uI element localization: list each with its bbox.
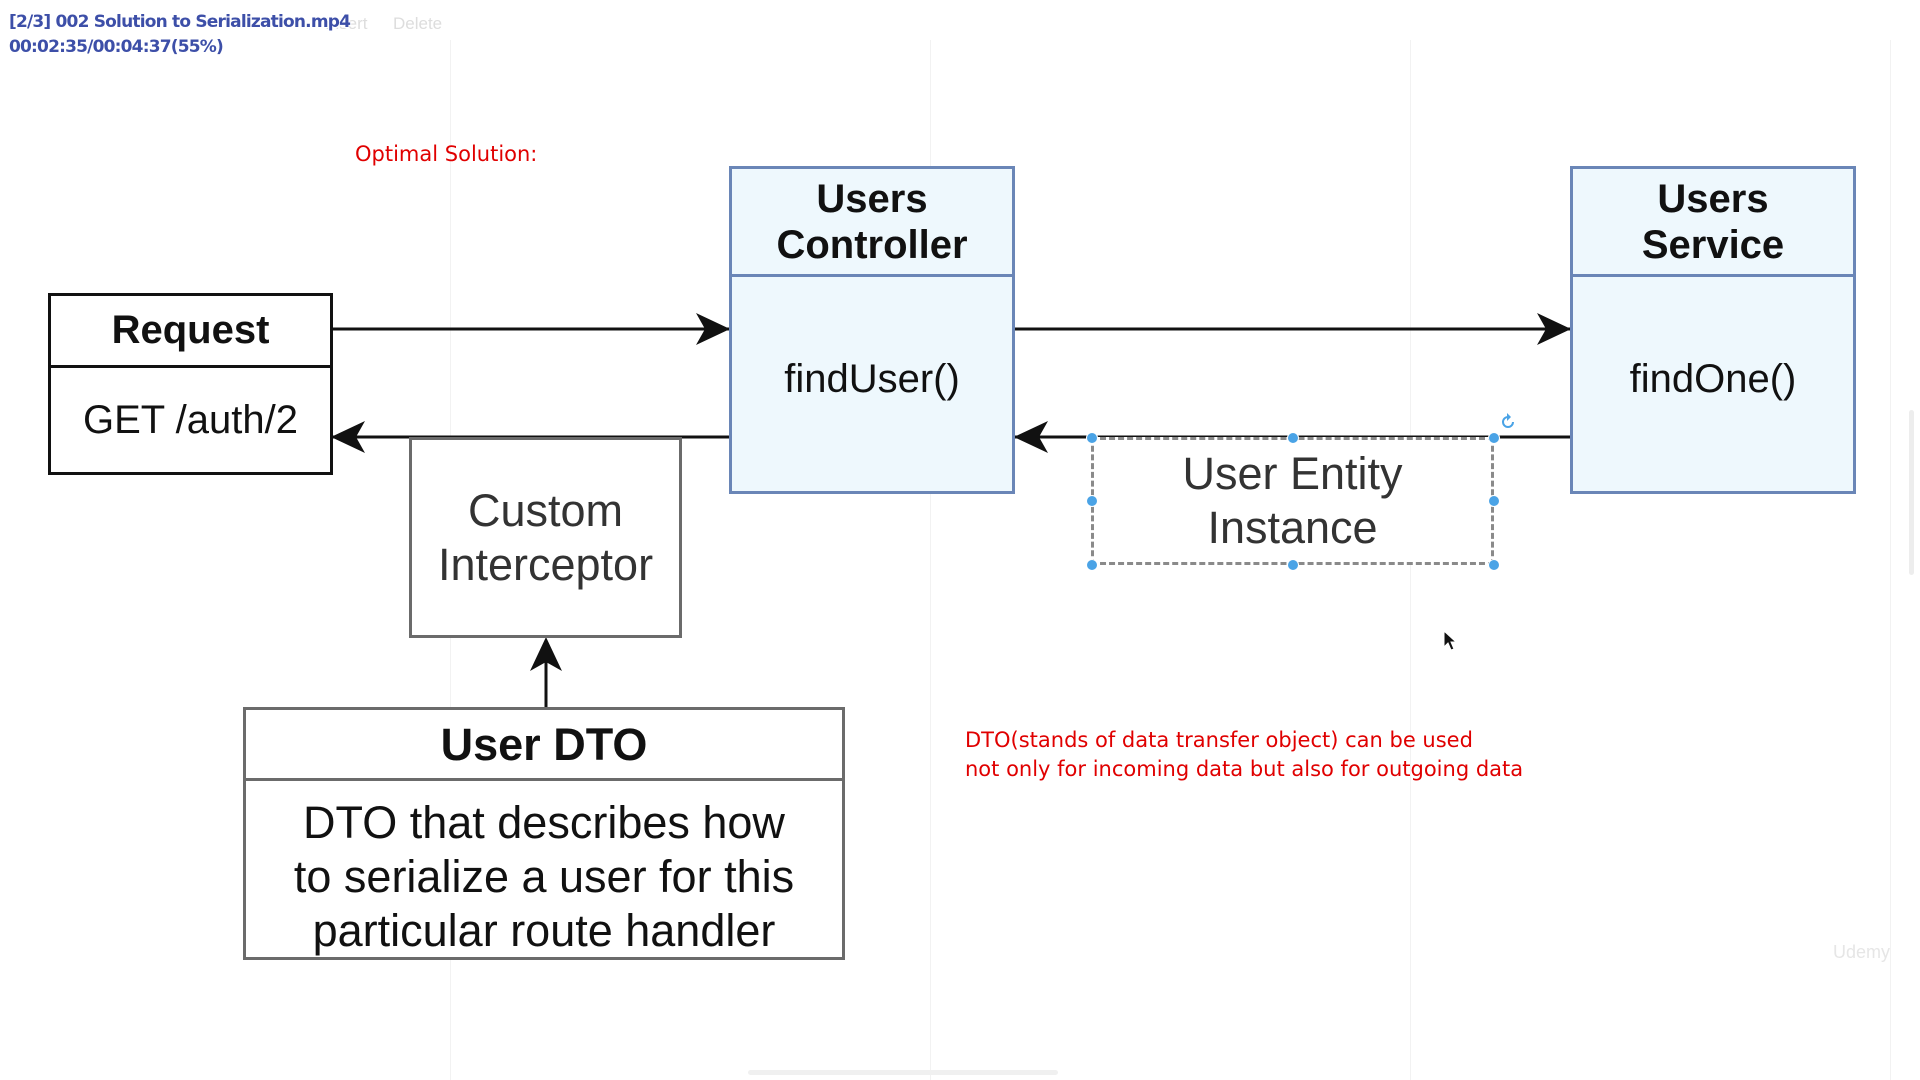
video-file-label: [2/3] 002 Solution to Serialization.mp4	[9, 12, 351, 32]
dto-note-line-1: DTO(stands of data transfer object) can …	[965, 728, 1473, 752]
resize-handle-top[interactable]	[1287, 432, 1299, 444]
resize-handle-top-right[interactable]	[1488, 432, 1500, 444]
video-timecode: 00:02:35/00:04:37(55%)	[9, 37, 224, 57]
entity-line-2: Instance	[1207, 502, 1378, 553]
request-body: GET /auth/2	[83, 397, 298, 442]
resize-handle-top-left[interactable]	[1086, 432, 1098, 444]
arrowhead-controller-to-service	[1537, 313, 1571, 345]
dto-description-line-1: DTO that describes how	[303, 797, 785, 848]
controller-title: Users Controller	[732, 169, 1012, 277]
optimal-solution-note: Optimal Solution:	[355, 142, 538, 166]
rotate-icon[interactable]	[1498, 412, 1518, 432]
service-title-line-1: Users	[1657, 176, 1769, 221]
resize-handle-right[interactable]	[1488, 495, 1500, 507]
service-title: Users Service	[1573, 169, 1853, 277]
udemy-watermark: Udemy	[1832, 942, 1890, 962]
toolbar-delete[interactable]: Delete	[393, 14, 443, 33]
resize-handle-bottom-left[interactable]	[1086, 559, 1098, 571]
entity-label: User Entity Instance	[1182, 447, 1402, 555]
entity-line-1: User Entity	[1182, 448, 1403, 499]
arrowhead-controller-to-request	[331, 421, 365, 453]
dto-description-line-2: to serialize a user for this	[293, 851, 795, 902]
dto-title: User DTO	[246, 710, 842, 781]
user-entity-instance-box[interactable]: User Entity Instance	[1091, 437, 1494, 565]
controller-title-line-1: Users	[816, 176, 928, 221]
arrowhead-dto-to-interceptor	[530, 637, 562, 671]
grid-line	[930, 40, 931, 1080]
resize-handle-left[interactable]	[1086, 495, 1098, 507]
toolbar-insert[interactable]: Insert	[325, 14, 368, 33]
dto-description: DTO that describes how to serialize a us…	[246, 781, 842, 958]
user-dto-box[interactable]: User DTO DTO that describes how to seria…	[243, 707, 845, 960]
dto-note: DTO(stands of data transfer object) can …	[965, 726, 1523, 784]
resize-handle-bottom[interactable]	[1287, 559, 1299, 571]
users-controller-box[interactable]: Users Controller findUser()	[729, 166, 1015, 494]
users-service-box[interactable]: Users Service findOne()	[1570, 166, 1856, 494]
horizontal-scrollbar[interactable]	[748, 1070, 1058, 1075]
grid-line	[1890, 40, 1891, 1080]
request-title: Request	[51, 296, 330, 368]
dto-note-line-2: not only for incoming data but also for …	[965, 757, 1524, 781]
dto-description-line-3: particular route handler	[312, 905, 776, 956]
interceptor-label: Custom Interceptor	[438, 484, 653, 592]
arrowhead-request-to-controller	[696, 313, 730, 345]
service-title-line-2: Service	[1641, 222, 1785, 267]
request-box[interactable]: Request GET /auth/2	[48, 293, 333, 475]
service-method: findOne()	[1629, 356, 1797, 401]
interceptor-line-1: Custom	[467, 484, 624, 536]
custom-interceptor-box[interactable]: Custom Interceptor	[409, 437, 682, 638]
arrowhead-service-to-controller	[1014, 421, 1048, 453]
vertical-scrollbar[interactable]	[1909, 410, 1914, 575]
resize-handle-bottom-right[interactable]	[1488, 559, 1500, 571]
controller-method: findUser()	[784, 356, 960, 401]
controller-title-line-2: Controller	[776, 222, 968, 267]
mouse-cursor-icon	[1443, 630, 1458, 651]
interceptor-line-2: Interceptor	[437, 538, 654, 590]
